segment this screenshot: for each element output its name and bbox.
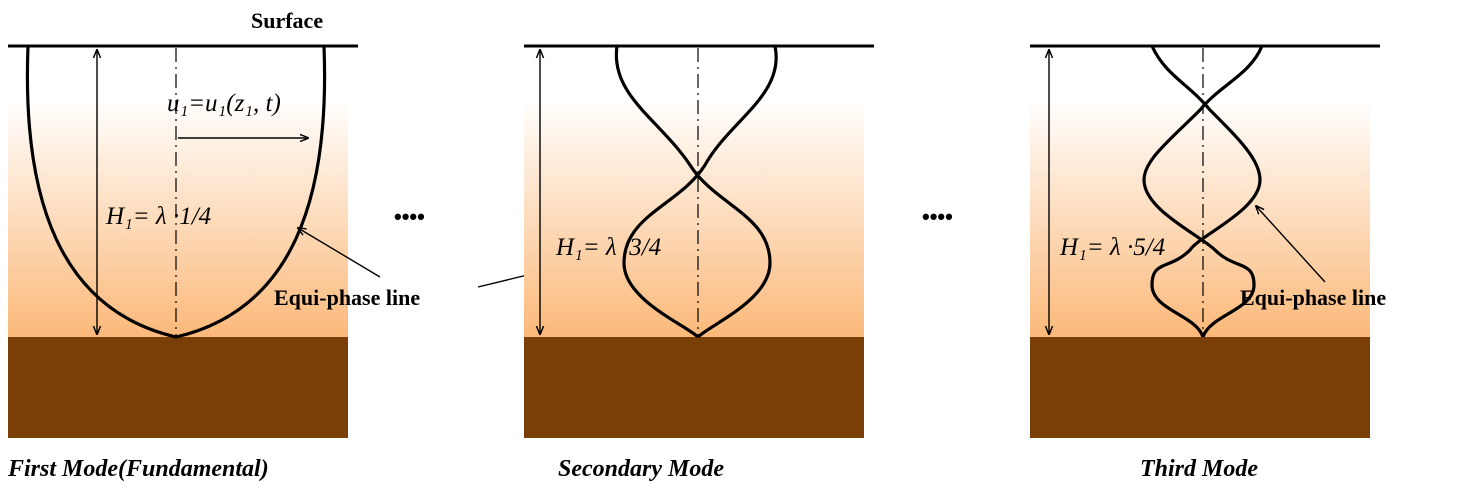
- mode-label: First Mode(Fundamental): [7, 456, 269, 482]
- first-mode-panel: Surface u₁=u₁(z₁, t) H₁= λ ·1/4 First Mo…: [7, 8, 380, 482]
- mode-label: Third Mode: [1140, 456, 1258, 482]
- ellipsis-separator: ••••: [922, 204, 953, 229]
- surface-label: Surface: [251, 8, 323, 33]
- bedrock-layer: [8, 337, 348, 438]
- equi-phase-label: Equi-phase line: [274, 285, 420, 310]
- displacement-label: u₁=u₁(z₁, t): [167, 90, 281, 117]
- bedrock-layer: [524, 337, 864, 438]
- secondary-mode-panel: H₁= λ ·3/4 Secondary Mode: [524, 46, 874, 482]
- equi-phase-label: Equi-phase line: [1240, 285, 1386, 310]
- bedrock-layer: [1030, 337, 1370, 438]
- third-mode-panel: H₁= λ ·5/4 Equi-phase line Third Mode: [1030, 46, 1386, 482]
- thickness-label: H₁= λ ·5/4: [1059, 234, 1165, 261]
- thickness-label: H₁= λ ·3/4: [555, 234, 661, 261]
- thickness-label: H₁= λ ·1/4: [105, 203, 211, 230]
- mode-label: Secondary Mode: [558, 456, 724, 482]
- soil-layer: [524, 46, 864, 337]
- ellipsis-separator: ••••: [394, 204, 425, 229]
